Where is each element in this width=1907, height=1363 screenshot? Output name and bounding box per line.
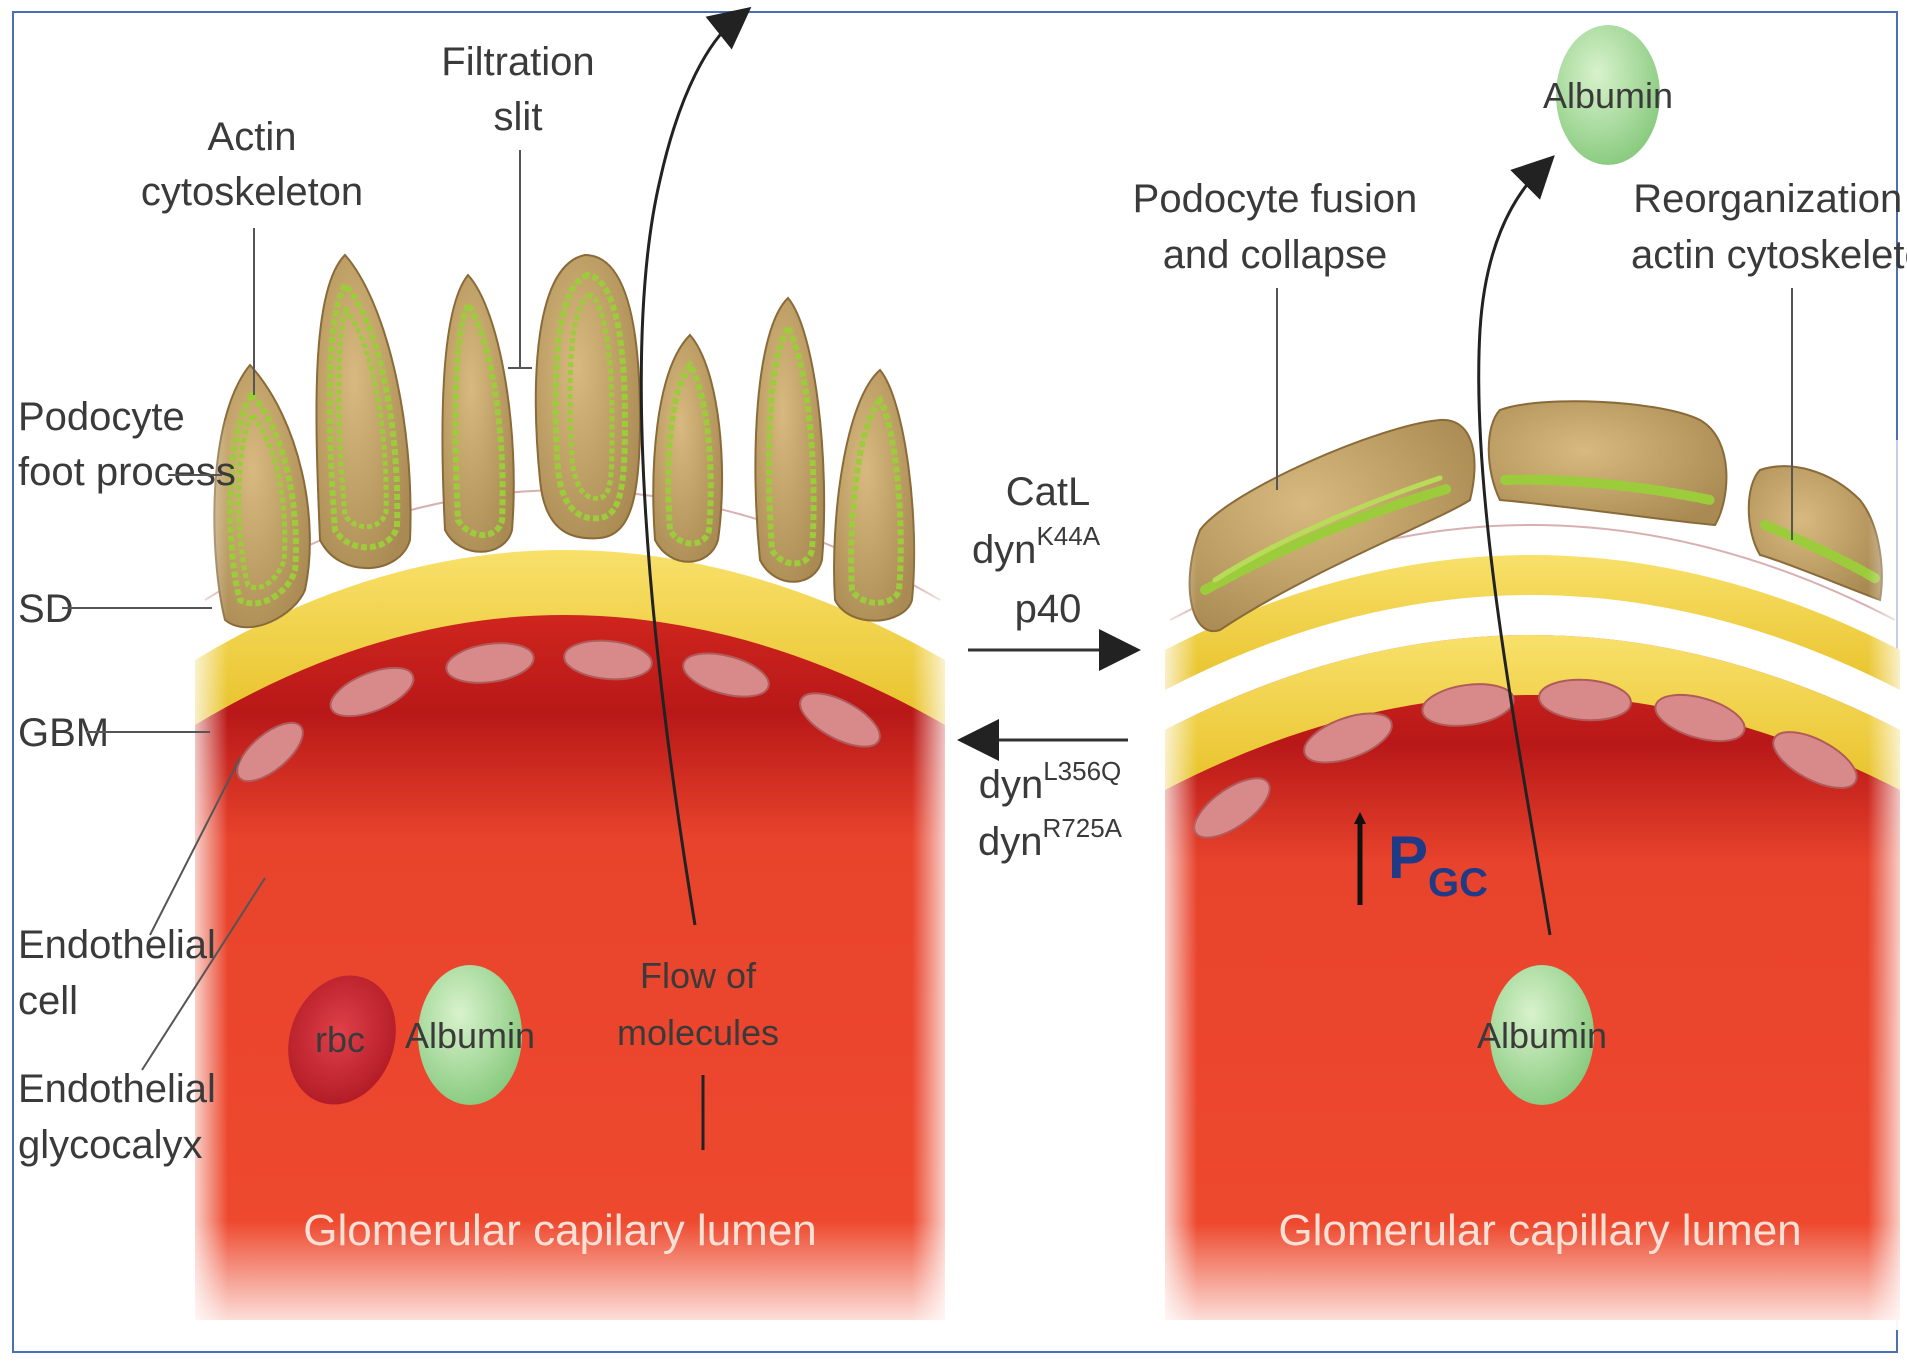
right-lumen-label: Glomerular capillary lumen [1278,1206,1801,1255]
middle-transition: CatL dynK44A p40 dynL356Q dynR725A [968,470,1128,864]
reverse-dyn1-sup: L356Q [1043,756,1121,786]
endothelial-cell-label-line1: Endothelial [18,923,216,967]
pgc-main: P [1388,824,1428,891]
reorganization-label-line2: actin cytoskeleton [1631,233,1907,277]
actin-label-line2: cytoskeleton [141,170,363,214]
flow-label-line2: molecules [617,1012,779,1053]
forward-dyn-text: dyn [972,528,1037,572]
reverse-dyn2-text: dyn [978,820,1043,864]
pgc-sub: GC [1428,861,1488,905]
glycocalyx-label-line2: glycocalyx [18,1123,203,1167]
podocyte-label-line1: Podocyte [18,395,185,439]
podocyte-fusion-label-line2: and collapse [1163,233,1388,277]
filtration-slit-label-line2: slit [494,95,543,139]
forward-dyn-sup: K44A [1036,521,1100,551]
glycocalyx-label-line1: Endothelial [18,1067,216,1111]
actin-label-line1: Actin [208,115,297,159]
left-lumen-label: Glomerular capilary lumen [303,1206,817,1255]
podocyte-fusion-label-line1: Podocyte fusion [1133,177,1418,221]
reverse-dyn2-sup: R725A [1043,813,1123,843]
right-panel: Albumin Albumin PGC Glomerular capillary… [1133,25,1907,1330]
albumin-top-label: Albumin [1543,75,1673,116]
endothelial-cell-label-line2: cell [18,979,78,1023]
right-bottom-fade [1160,440,1905,1330]
forward-label-dyn: dynK44A [972,521,1101,572]
albumin-label-left: Albumin [405,1015,535,1056]
forward-label-catl: CatL [1006,470,1091,514]
reverse-label-1: dynL356Q [979,756,1122,807]
rbc-label: rbc [315,1019,365,1060]
podocyte-label-line2: foot process [18,450,236,494]
filtration-slit-label-line1: Filtration [441,40,594,84]
albumin-bottom-label: Albumin [1477,1015,1607,1056]
reorganization-label-line1: Reorganization of [1633,177,1907,221]
flow-label-line1: Flow of [640,955,757,996]
left-bottom-fade [190,420,950,1330]
reverse-dyn1-text: dyn [979,763,1044,807]
left-panel: rbc Albumin Flow of molecules Glomerular… [18,20,950,1330]
reverse-label-2: dynR725A [978,813,1123,864]
forward-label-p40: p40 [1015,587,1082,631]
